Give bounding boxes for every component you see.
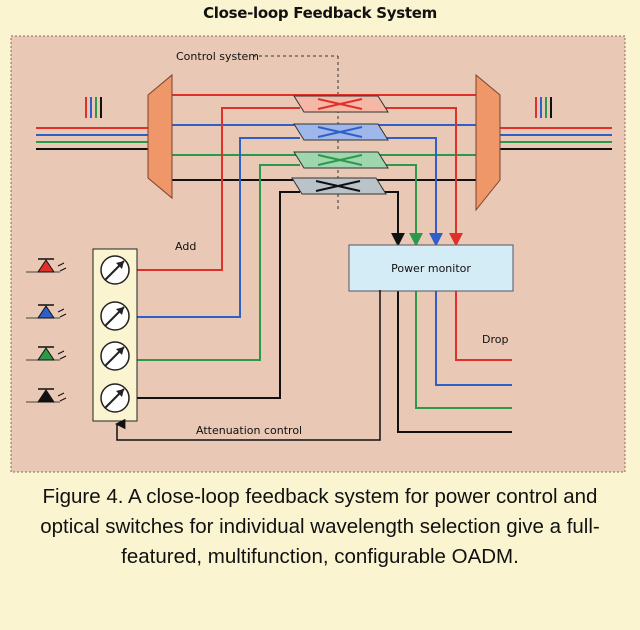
attenuator-2 [100,301,130,331]
monitor-taps [378,107,463,247]
attenuator-3 [100,341,130,371]
attenuation-control-label: Attenuation control [196,424,302,437]
feedback-system-diagram: Control system [10,35,626,473]
optical-switch-red [293,95,389,113]
power-monitor-box [348,244,514,292]
multiplexer [475,73,501,212]
add-label: Add [175,240,196,253]
demultiplexer [147,73,173,200]
input-wavelength-marks [85,97,102,118]
laser-diode-black-icon [26,388,67,403]
diagram-title: Close-loop Feedback System [203,4,437,22]
optical-switch-blue [293,123,389,141]
output-wavelength-marks [535,97,552,118]
control-system-label: Control system [176,50,259,63]
input-signal-lines [36,127,150,150]
drop-paths [397,290,512,433]
output-signal-lines [500,127,612,150]
laser-diode-green-icon [26,346,67,361]
laser-diode-red-icon [26,258,67,273]
drop-label: Drop [482,333,508,346]
attenuator-4 [100,383,130,413]
power-monitor-label: Power monitor [391,262,471,275]
attenuator-1 [100,255,130,285]
attenuation-control-line [114,290,381,441]
optical-switch-green [293,151,389,169]
laser-diode-blue-icon [26,304,67,319]
figure-caption: Figure 4. A close-loop feedback system f… [40,485,600,568]
add-paths [137,107,300,399]
optical-switch-black [291,177,387,195]
